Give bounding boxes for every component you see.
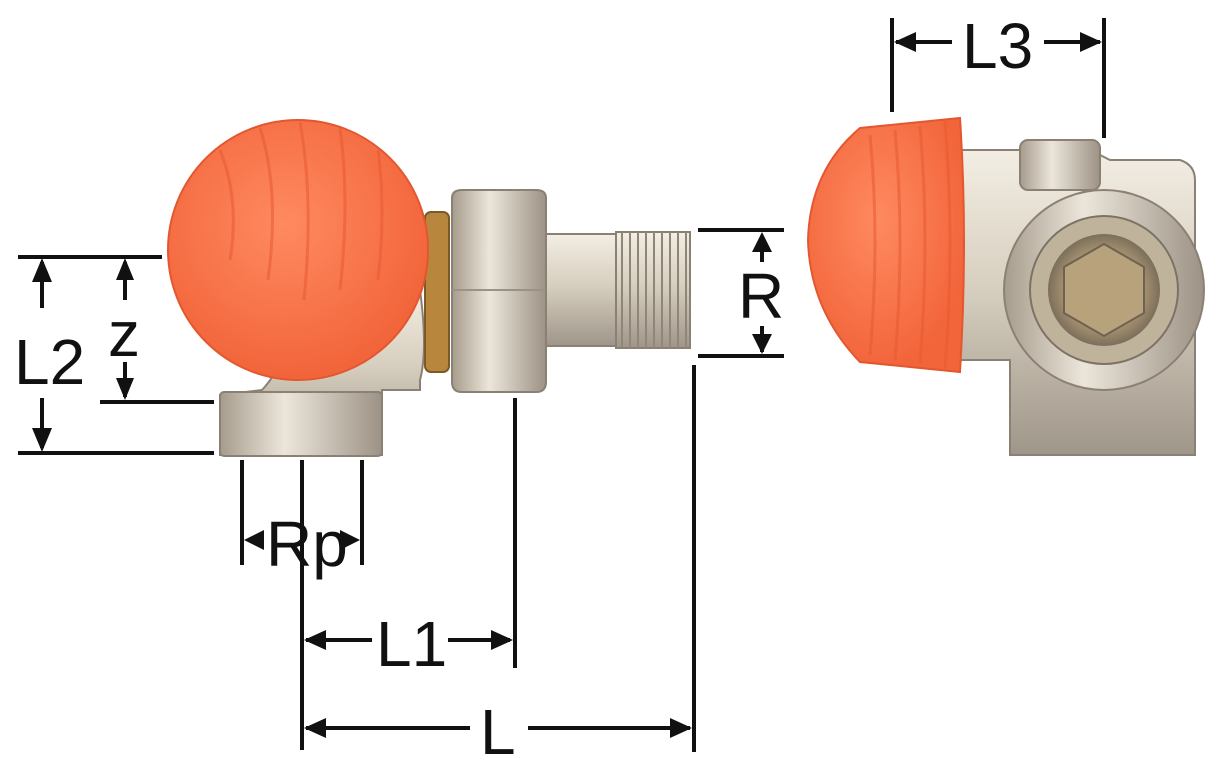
dimension-label-R: R — [738, 260, 784, 332]
dimension-label-L1: L1 — [376, 608, 447, 680]
threaded-end — [615, 231, 691, 349]
valve-front-view — [806, 116, 1205, 456]
arrow-heads — [32, 32, 1102, 738]
brass-ring — [424, 211, 450, 373]
tailpiece — [545, 233, 619, 347]
valve-side-view — [167, 119, 691, 457]
dimension-label-Rp: Rp — [266, 508, 348, 580]
hex-socket — [1063, 242, 1145, 338]
protective-cap — [167, 119, 429, 381]
valve-inlet-socket — [219, 391, 383, 457]
front-protective-cap — [806, 116, 965, 374]
dimension-label-L2: L2 — [14, 326, 85, 398]
dimension-label-z: z — [108, 298, 140, 370]
dimension-label-L3: L3 — [962, 10, 1033, 82]
dimension-label-L: L — [480, 696, 516, 768]
